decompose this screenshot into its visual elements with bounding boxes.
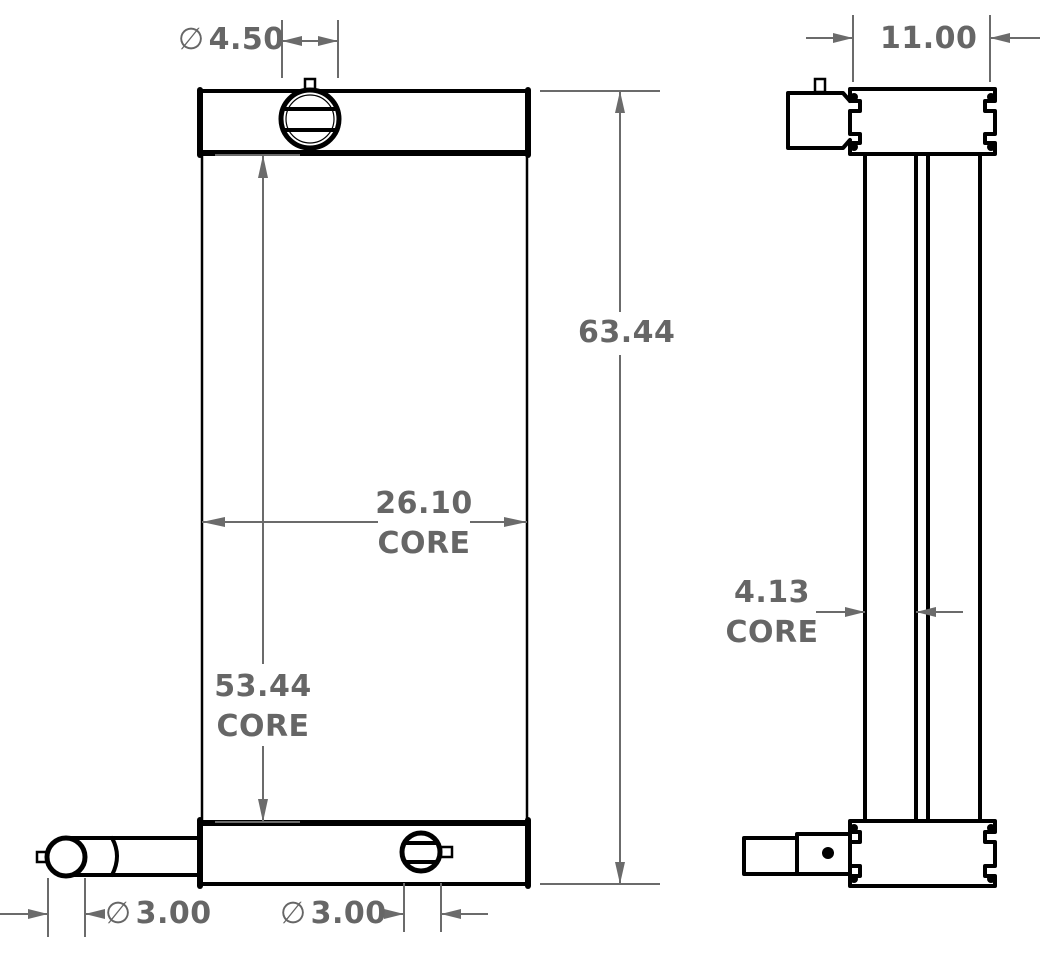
- label-side-outlet-diameter: ∅3.00: [105, 894, 212, 934]
- dim-overall-height: [540, 90, 660, 885]
- bottom-port-diameter-value: 3.00: [310, 896, 387, 931]
- dim-bottom-port-diameter: [380, 883, 488, 932]
- label-overall-height: 63.44: [578, 313, 675, 353]
- side-outlet-pipe: [35, 835, 200, 879]
- top-tank: [197, 87, 531, 158]
- side-bottom-tank: [742, 819, 997, 888]
- core-width-value: 26.10: [375, 486, 473, 521]
- core-width-note: CORE: [377, 526, 471, 561]
- dim-core-height: [215, 154, 300, 823]
- label-core-height: 53.44 CORE: [213, 667, 313, 747]
- label-top-inlet-diameter: ∅4.50: [178, 20, 285, 60]
- dim-top-inlet-diameter: [281, 20, 339, 78]
- overall-depth-value: 11.00: [880, 21, 978, 56]
- label-overall-depth: 11.00: [880, 19, 977, 59]
- dim-overall-depth: [806, 15, 1040, 82]
- top-inlet-diameter-value: 4.50: [208, 22, 285, 57]
- side-view: [742, 15, 1040, 888]
- side-core: [863, 153, 982, 822]
- bottom-tank: [197, 817, 531, 889]
- core-height-value: 53.44: [214, 669, 312, 704]
- core-depth-note: CORE: [725, 615, 819, 650]
- dim-core-width: [202, 517, 527, 527]
- side-top-tank: [786, 77, 997, 156]
- diameter-symbol: ∅: [105, 896, 132, 931]
- overall-height-value: 63.44: [578, 315, 676, 350]
- label-core-width: 26.10 CORE: [374, 484, 474, 564]
- core-depth-value: 4.13: [733, 575, 811, 610]
- label-core-depth: 4.13 CORE: [722, 573, 822, 653]
- core: [200, 155, 529, 822]
- front-view: [0, 20, 660, 937]
- dim-core-depth: [816, 607, 963, 617]
- core-height-note: CORE: [216, 709, 310, 744]
- diameter-symbol: ∅: [280, 896, 307, 931]
- bottom-port-fitting: [399, 830, 454, 874]
- dim-side-outlet-diameter: [0, 878, 105, 937]
- label-bottom-port-diameter: ∅3.00: [280, 894, 387, 934]
- diameter-symbol: ∅: [178, 22, 205, 57]
- top-inlet-fitting: [278, 77, 342, 151]
- side-outlet-diameter-value: 3.00: [135, 896, 212, 931]
